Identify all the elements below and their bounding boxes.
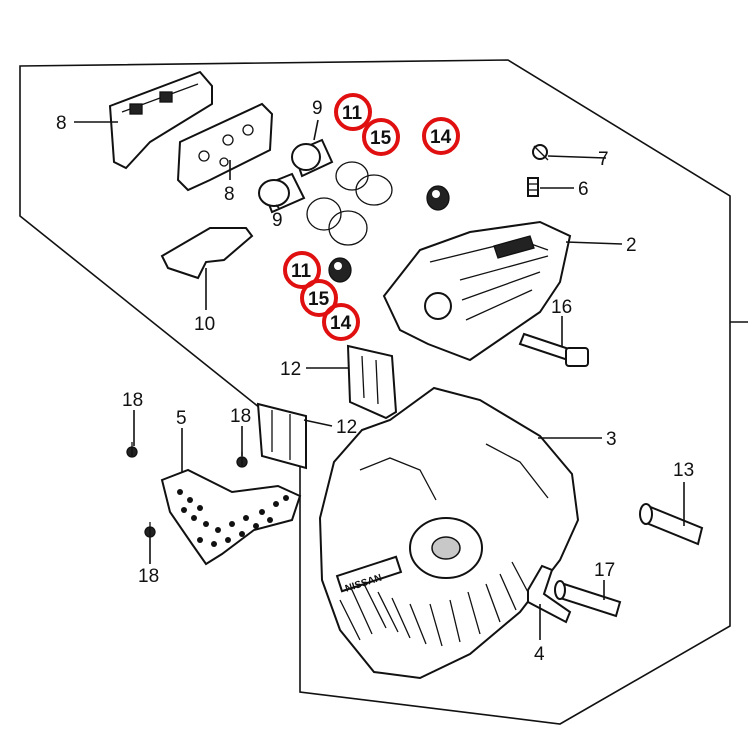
callout-9-upper: 9 <box>312 98 323 119</box>
callout-10: 10 <box>194 314 215 335</box>
callout-2: 2 <box>626 235 637 256</box>
bolt-18-bottom <box>144 522 156 538</box>
highlight-ring-11-lower <box>283 251 321 289</box>
assembly-border <box>19 59 731 725</box>
seal-15-upper <box>355 174 393 206</box>
highlight-ring-15-lower <box>300 279 338 317</box>
bleeder-cap <box>532 144 549 161</box>
retainer-slots-lower <box>271 410 291 460</box>
piston-lower <box>258 172 306 214</box>
clip-4 <box>527 564 572 624</box>
seal-11-lower <box>306 197 342 231</box>
seal-15-lower <box>328 210 368 246</box>
callout-11-upper: 11 <box>342 103 363 124</box>
callout-18-bottom: 18 <box>138 566 159 587</box>
pad-spring <box>160 227 254 280</box>
callout-4: 4 <box>534 644 545 665</box>
callout-8-inner-pad: 8 <box>224 184 235 205</box>
brake-pad-outer <box>108 70 213 170</box>
highlight-ring-14-lower <box>322 303 360 341</box>
callout-12-lower: 12 <box>336 417 357 438</box>
bolt-18-left <box>126 442 138 458</box>
highlight-ring-11-upper <box>334 93 372 131</box>
piston-upper <box>291 138 334 178</box>
callout-13: 13 <box>673 460 694 481</box>
callout-18-left: 18 <box>122 390 143 411</box>
callout-14-upper: 14 <box>430 127 452 148</box>
callout-9-lower: 9 <box>272 210 283 231</box>
shield-plate <box>160 468 302 566</box>
leader-lines <box>74 119 685 640</box>
callout-5: 5 <box>176 408 187 429</box>
retainer-slots-upper <box>361 355 379 405</box>
callout-8-outer-pad: 8 <box>56 113 67 134</box>
boot-lower <box>328 257 352 283</box>
callout-6: 6 <box>578 179 589 200</box>
seal-11-upper <box>335 161 369 191</box>
pin-17 <box>554 580 622 618</box>
slide-bolt <box>518 332 589 367</box>
boot-upper <box>426 185 450 211</box>
pad-retainer-upper <box>346 344 398 420</box>
guide-pin <box>639 503 704 546</box>
callout-16: 16 <box>551 297 572 318</box>
callout-18-center: 18 <box>230 406 251 427</box>
callout-7: 7 <box>598 149 609 170</box>
callout-14-lower: 14 <box>330 313 352 334</box>
callout-15-lower: 15 <box>308 289 330 310</box>
callout-3: 3 <box>606 429 617 450</box>
callout-11-lower: 11 <box>291 261 312 282</box>
highlight-ring-14-upper <box>422 117 460 155</box>
bleeder-valve <box>527 177 539 197</box>
pad-retainer-lower <box>256 402 307 470</box>
caliper-body <box>382 220 572 362</box>
highlight-ring-15-upper <box>362 118 400 156</box>
splash-guard: NISSAN <box>318 386 580 680</box>
callout-17: 17 <box>594 560 615 581</box>
brake-pad-inner <box>176 102 274 192</box>
callout-12-upper: 12 <box>280 359 301 380</box>
callout-15-upper: 15 <box>370 128 392 149</box>
